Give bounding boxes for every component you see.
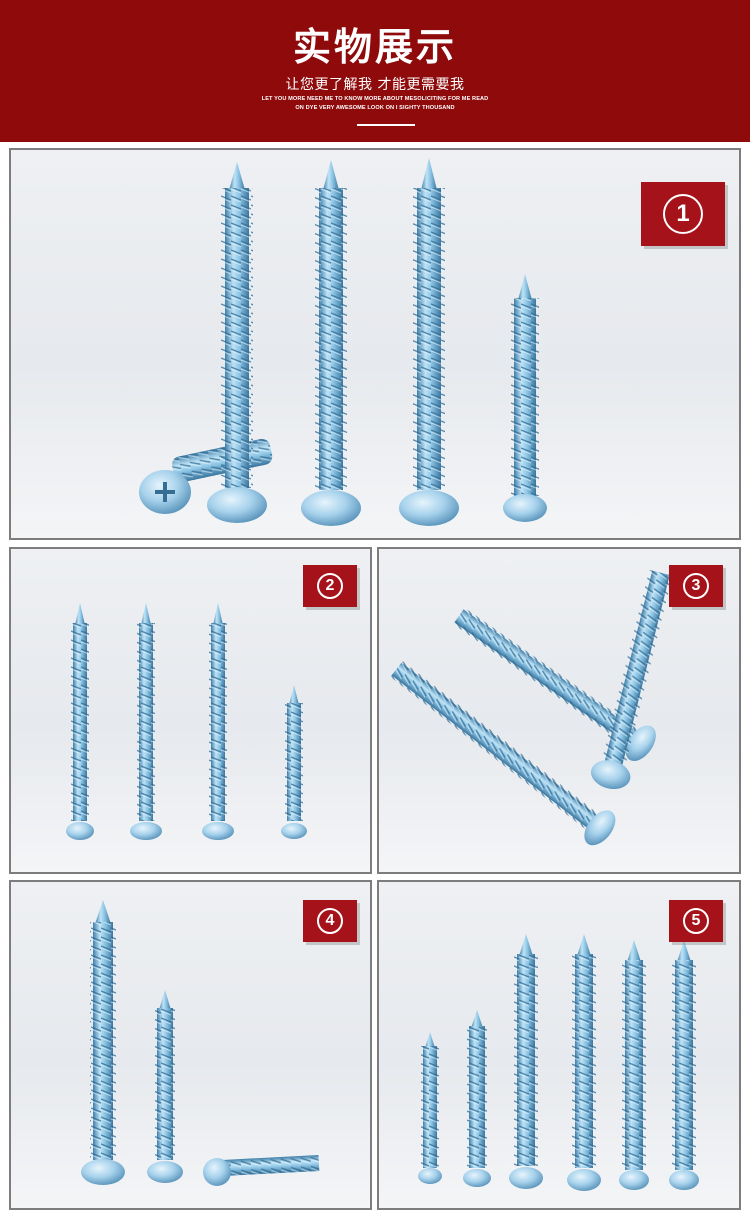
english-tagline-line2: ON DYE VERY AWESOME LOOK ON I SIGHTY THO… [295,105,455,111]
title-divider [357,124,415,126]
badge-1: 1 [641,182,725,246]
screws-photo-5 [418,934,699,1191]
badge-number-3: 3 [683,573,709,599]
badge-3: 3 [669,565,723,607]
standing-screw-1 [418,1032,442,1184]
product-photo-1: 1 [9,148,741,540]
english-tagline: LET YOU MORE NEED ME TO KNOW MORE ABOUT … [255,95,495,113]
product-photo-3: 3 [377,547,741,874]
badge-5: 5 [669,900,723,942]
standing-screw-1 [81,900,125,1185]
standing-screw-4 [503,274,547,522]
standing-screw-1 [207,162,267,523]
diagonal-screw-2 [453,607,656,762]
header-banner: 实物展示 让您更了解我 才能更需要我 LET YOU MORE NEED ME … [0,0,750,142]
badge-number-1: 1 [663,194,703,234]
screws-photo-4 [81,900,320,1186]
product-photo-2: 2 [9,547,372,874]
badge-2: 2 [303,565,357,607]
screws-photo-2 [66,603,307,840]
screws-photo-3 [390,569,673,846]
standing-screw-2 [301,160,361,526]
standing-screw-2 [130,603,162,840]
screws-photo-1 [139,158,547,526]
badge-4: 4 [303,900,357,942]
standing-screw-3 [509,934,543,1189]
badge-number-5: 5 [683,908,709,934]
product-photo-4: 4 [9,880,372,1210]
standing-screw-3 [202,603,234,840]
english-tagline-line1: LET YOU MORE NEED ME TO KNOW MORE ABOUT … [261,96,489,102]
product-photo-5: 5 [377,880,741,1210]
page-subtitle: 让您更了解我 才能更需要我 [285,77,465,93]
page-title: 实物展示 [292,25,457,69]
diagonal-screw-1 [390,661,616,846]
standing-screw-1 [66,603,94,840]
badge-number-4: 4 [317,908,343,934]
standing-screw-3 [399,158,459,526]
standing-screw-6 [669,940,699,1190]
standing-screw-4 [567,934,601,1191]
standing-screw-2 [147,990,183,1183]
standing-screw-2 [463,1010,491,1187]
standing-screw-4 [281,685,307,839]
standing-screw-5 [619,940,649,1190]
badge-number-2: 2 [317,573,343,599]
leaning-screw [590,569,673,790]
lying-screw [203,1152,320,1186]
